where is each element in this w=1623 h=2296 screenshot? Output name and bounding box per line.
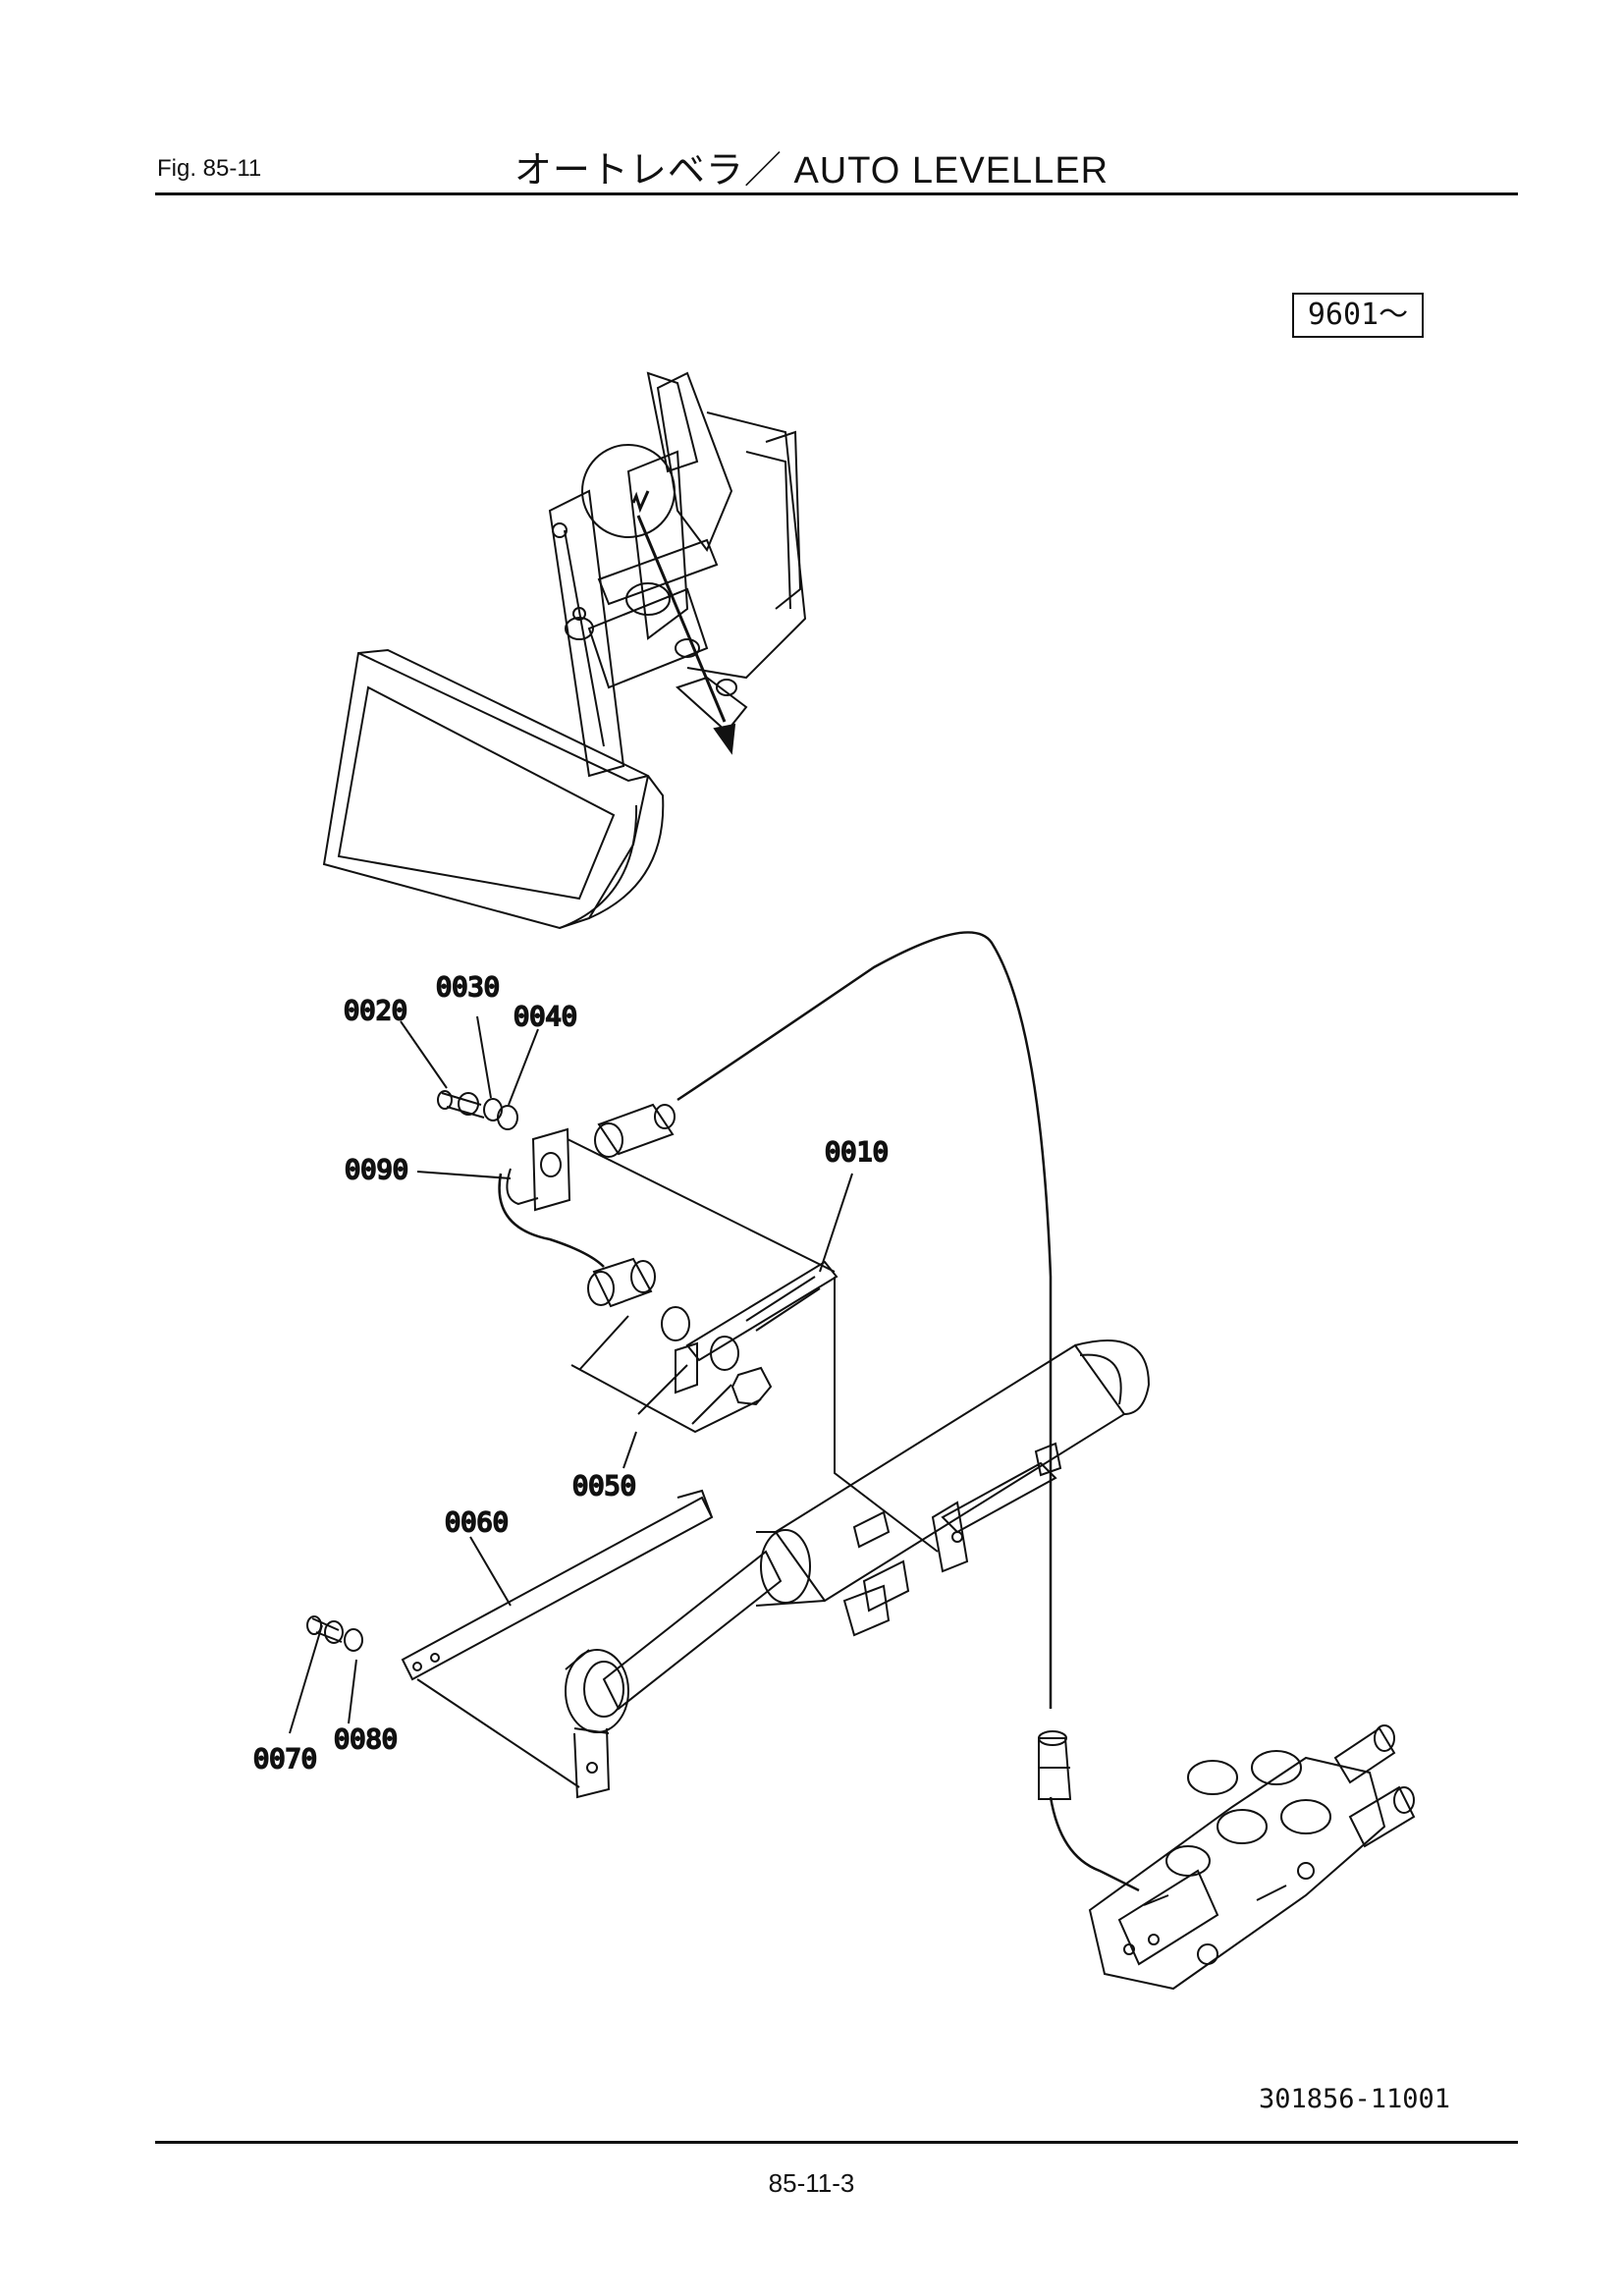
upper-sensor-connector	[594, 1103, 676, 1158]
control-valve	[1088, 1724, 1416, 1991]
rod-0060	[401, 1489, 714, 1681]
part-label-0080: 0080	[334, 1724, 398, 1755]
part-label-0020: 0020	[344, 996, 407, 1026]
bolt-0070	[306, 1615, 344, 1644]
lower-sensor	[587, 1257, 656, 1308]
washer-0050-a	[661, 1306, 690, 1341]
part-label-0040: 0040	[514, 1002, 577, 1032]
part-label-0070: 0070	[253, 1744, 317, 1775]
bolt-0020	[437, 1090, 485, 1119]
loader-overview-illustration	[322, 371, 807, 930]
footer-rule	[155, 2141, 1518, 2144]
page-title: オートレベラ／ AUTO LEVELLER	[514, 150, 1109, 191]
part-label-0010: 0010	[825, 1137, 889, 1168]
washer-0080	[344, 1628, 363, 1652]
hydraulic-cylinder	[602, 1339, 1151, 1711]
part-label-0090: 0090	[345, 1155, 408, 1185]
spacer-0050	[675, 1341, 698, 1394]
bracket-0050	[570, 1364, 762, 1434]
washer-0030	[483, 1098, 503, 1121]
part-label-0050: 0050	[572, 1471, 636, 1502]
nut-0050	[730, 1366, 773, 1406]
sensor-cable	[498, 931, 1140, 1892]
washer-0040	[497, 1105, 518, 1130]
lower-cable-plug	[1038, 1730, 1072, 1800]
document-number: 301856-11001	[1259, 2084, 1451, 2114]
header-rule	[155, 192, 1518, 195]
page-number: 85-11-3	[768, 2168, 855, 2198]
figure-number: Fig. 85-11	[157, 155, 262, 182]
detail-circle	[581, 444, 676, 538]
detail-arrow	[636, 515, 727, 723]
rod-reference-line	[416, 1678, 580, 1788]
sensor-bracket-0090	[506, 1127, 571, 1212]
washer-0050-b	[710, 1336, 739, 1371]
part-label-0030: 0030	[436, 972, 500, 1003]
cylinder-rod-eye	[565, 1649, 629, 1799]
part-label-0060: 0060	[445, 1507, 509, 1538]
serial-range-badge: 9601～	[1292, 293, 1424, 338]
mounting-plate-0010	[685, 1260, 839, 1362]
